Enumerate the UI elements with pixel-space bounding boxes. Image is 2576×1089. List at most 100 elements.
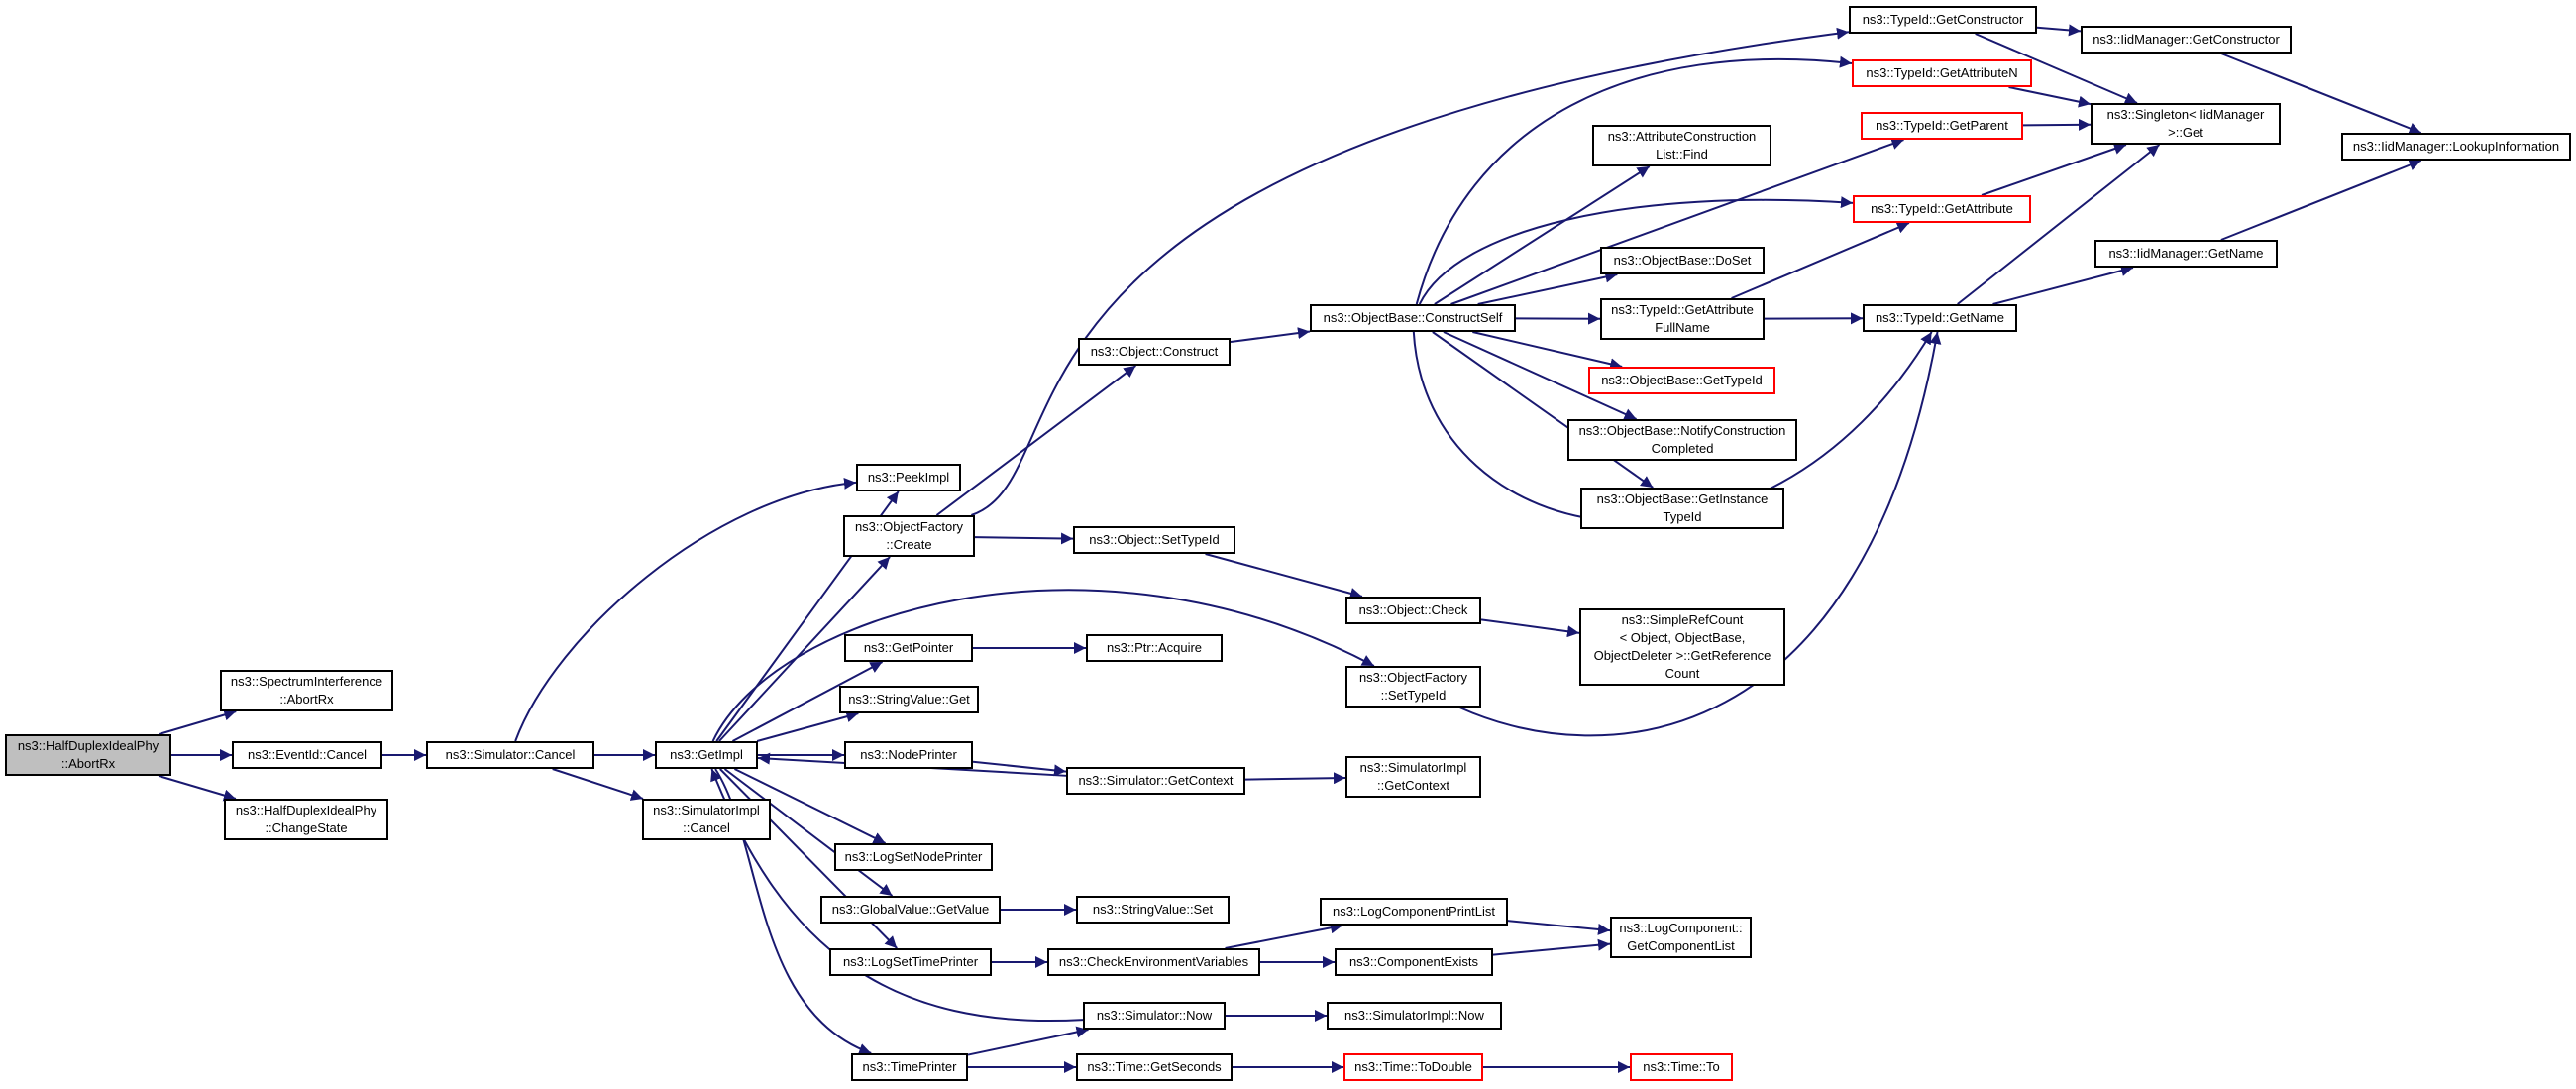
node-tid-getconstructor[interactable]: ns3::TypeId::GetConstructor <box>1849 6 2037 34</box>
node-getpointer[interactable]: ns3::GetPointer <box>844 634 973 662</box>
node-getimpl[interactable]: ns3::GetImpl <box>655 741 758 769</box>
node-eventid-cancel[interactable]: ns3::EventId::Cancel <box>232 741 382 769</box>
edge-logcomp-printlist-to-logcomp-getlist <box>1507 920 1611 935</box>
edge-tid-getconstructor-to-singleton-get <box>1975 33 2138 104</box>
node-label-line: ns3::SimpleRefCount <box>1621 612 1744 627</box>
node-gv-getvalue[interactable]: ns3::GlobalValue::GetValue <box>820 896 1001 924</box>
edge-tid-getattributefullname-to-tid-getattribute <box>1731 222 1910 299</box>
edge-iid-getname-to-iid-lookup <box>2220 159 2422 241</box>
node-peekimpl[interactable]: ns3::PeekImpl <box>856 464 961 491</box>
node-label-line: Completed <box>1651 441 1714 456</box>
node-label-line: ns3::LogComponent:: <box>1619 921 1743 935</box>
edge-getimpl-to-stringvalue-get <box>756 710 859 742</box>
edge-obj-check-to-simplerefcount <box>1480 618 1580 638</box>
node-logcomp-printlist[interactable]: ns3::LogComponentPrintList <box>1320 898 1508 926</box>
node-sim-now[interactable]: ns3::Simulator::Now <box>1083 1002 1226 1030</box>
node-iid-lookup[interactable]: ns3::IidManager::LookupInformation <box>2341 133 2571 161</box>
node-label-line: FullName <box>1655 320 1710 335</box>
node-ob-doset[interactable]: ns3::ObjectBase::DoSet <box>1600 247 1765 274</box>
node-nodeprinter[interactable]: ns3::NodePrinter <box>844 741 973 769</box>
node-label-line: ::SetTypeId <box>1380 688 1447 703</box>
node-simimpl-now[interactable]: ns3::SimulatorImpl::Now <box>1327 1002 1502 1030</box>
node-obj-construct[interactable]: ns3::Object::Construct <box>1078 338 1231 366</box>
node-label-line: ::AbortRx <box>279 692 334 707</box>
node-time-todouble[interactable]: ns3::Time::ToDouble <box>1343 1053 1483 1081</box>
node-label-line: Count <box>1664 666 1700 681</box>
node-label-line: ns3::GlobalValue::GetValue <box>831 902 990 917</box>
node-sim-getcontext[interactable]: ns3::Simulator::GetContext <box>1066 767 1245 795</box>
node-label-line: ns3::NodePrinter <box>860 747 957 762</box>
node-stringvalue-set[interactable]: ns3::StringValue::Set <box>1076 896 1230 924</box>
node-ob-constructself[interactable]: ns3::ObjectBase::ConstructSelf <box>1310 304 1516 332</box>
node-logcomp-getlist[interactable]: ns3::LogComponent::GetComponentList <box>1610 917 1752 958</box>
node-label-line: < Object, ObjectBase, <box>1619 630 1746 645</box>
node-label-line: ::Cancel <box>683 820 730 835</box>
edge-ob-constructself-to-ob-doset <box>1477 271 1618 305</box>
node-label-line: ns3::ObjectFactory <box>1358 670 1468 685</box>
node-time-to[interactable]: ns3::Time::To <box>1630 1053 1733 1081</box>
node-spectrum-abortrx[interactable]: ns3::SpectrumInterference::AbortRx <box>220 670 393 711</box>
node-label-line: ns3::ObjectBase::ConstructSelf <box>1323 310 1503 325</box>
node-simplerefcount[interactable]: ns3::SimpleRefCount< Object, ObjectBase,… <box>1579 608 1785 686</box>
node-tid-getattributen[interactable]: ns3::TypeId::GetAttributeN <box>1852 59 2032 87</box>
node-of-settypeid[interactable]: ns3::ObjectFactory::SetTypeId <box>1345 666 1481 708</box>
node-simimpl-cancel[interactable]: ns3::SimulatorImpl::Cancel <box>642 799 771 840</box>
node-iid-getconstructor[interactable]: ns3::IidManager::GetConstructor <box>2081 26 2292 54</box>
edge-iid-getconstructor-to-iid-lookup <box>2220 53 2422 135</box>
node-label-line: ns3::SimulatorImpl <box>653 803 760 817</box>
node-obj-settypeid[interactable]: ns3::Object::SetTypeId <box>1073 526 1235 554</box>
edge-tid-getattributen-to-singleton-get <box>2008 86 2092 108</box>
node-label-line: ObjectDeleter >::GetReference <box>1593 648 1771 663</box>
node-ob-gettypeid[interactable]: ns3::ObjectBase::GetTypeId <box>1588 367 1775 394</box>
node-label-line: ns3::IidManager::LookupInformation <box>2352 139 2560 154</box>
node-label-line: ns3::LogSetNodePrinter <box>844 849 983 864</box>
node-simimpl-getcontext[interactable]: ns3::SimulatorImpl::GetContext <box>1345 756 1481 798</box>
node-iid-getname[interactable]: ns3::IidManager::GetName <box>2094 240 2278 268</box>
edge-ob-constructself-to-acl-find <box>1434 165 1651 305</box>
node-label-line: ns3::TypeId::GetName <box>1875 310 2005 325</box>
node-label-line: ns3::HalfDuplexIdealPhy <box>17 738 160 753</box>
node-componentexists[interactable]: ns3::ComponentExists <box>1335 948 1493 976</box>
node-label-line: ns3::ObjectFactory <box>854 519 964 534</box>
node-label-line: ns3::ObjectBase::GetTypeId <box>1601 373 1763 387</box>
node-of-create[interactable]: ns3::ObjectFactory::Create <box>843 515 975 557</box>
edge-sim-cancel-to-peekimpl <box>514 477 857 742</box>
node-tid-getattribute[interactable]: ns3::TypeId::GetAttribute <box>1853 195 2031 223</box>
node-singleton-get[interactable]: ns3::Singleton< IidManager>::Get <box>2091 103 2281 145</box>
edge-ob-constructself-to-ob-notifyconstruction <box>1443 331 1637 420</box>
node-label-line: ns3::Object::Check <box>1358 602 1468 617</box>
node-obj-check[interactable]: ns3::Object::Check <box>1345 597 1481 624</box>
edge-tid-getparent-to-singleton-get <box>2022 118 2092 131</box>
node-logsettimeprinter[interactable]: ns3::LogSetTimePrinter <box>829 948 992 976</box>
edge-of-create-to-tid-getconstructor <box>971 27 1850 516</box>
edge-getimpl-to-of-create <box>718 556 891 742</box>
edge-getimpl-to-getpointer <box>731 661 884 742</box>
node-label-line: ::AbortRx <box>60 756 116 771</box>
node-label-line: ns3::HalfDuplexIdealPhy <box>235 803 377 817</box>
node-logsetnodeprinter[interactable]: ns3::LogSetNodePrinter <box>834 843 993 871</box>
node-tid-getparent[interactable]: ns3::TypeId::GetParent <box>1861 112 2023 140</box>
edge-getimpl-to-gv-getvalue <box>723 768 894 897</box>
node-label-line: ns3::EventId::Cancel <box>248 747 367 762</box>
node-tid-getname[interactable]: ns3::TypeId::GetName <box>1863 304 2017 332</box>
edge-sim-cancel-to-simimpl-cancel <box>552 768 644 801</box>
node-label-line: ns3::Simulator::Cancel <box>445 747 576 762</box>
node-stringvalue-get[interactable]: ns3::StringValue::Get <box>839 686 979 713</box>
node-label-line: ns3::Time::ToDouble <box>1354 1059 1472 1074</box>
node-label-line: ns3::TimePrinter <box>862 1059 957 1074</box>
node-timeprinter[interactable]: ns3::TimePrinter <box>851 1053 968 1081</box>
node-ptr-acquire[interactable]: ns3::Ptr::Acquire <box>1086 634 1223 662</box>
node-label-line: ns3::TypeId::GetConstructor <box>1862 12 2024 27</box>
node-checkenv[interactable]: ns3::CheckEnvironmentVariables <box>1047 948 1260 976</box>
node-label-line: ns3::Simulator::Now <box>1096 1008 1213 1023</box>
node-changestate[interactable]: ns3::HalfDuplexIdealPhy::ChangeState <box>224 799 388 840</box>
node-sim-cancel[interactable]: ns3::Simulator::Cancel <box>426 741 594 769</box>
node-label-line: ns3::Object::Construct <box>1090 344 1219 359</box>
node-time-getseconds[interactable]: ns3::Time::GetSeconds <box>1076 1053 1233 1081</box>
node-label-line: ns3::IidManager::GetName <box>2108 246 2264 261</box>
node-label-line: ns3::LogSetTimePrinter <box>842 954 979 969</box>
